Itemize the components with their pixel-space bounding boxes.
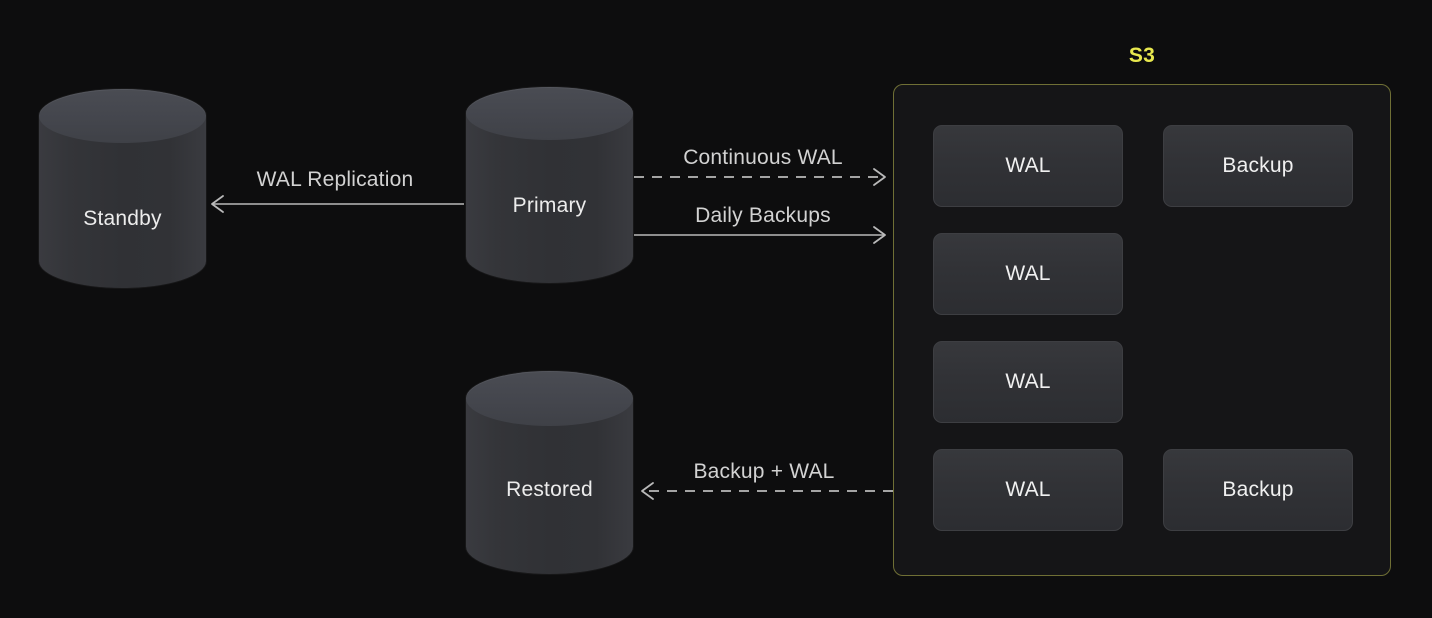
cylinder-top-ellipse: [39, 89, 206, 143]
arrowhead-left-icon: [641, 482, 654, 500]
edge-wal-replication: WAL Replication: [206, 168, 464, 216]
s3-group-title: S3: [1128, 44, 1156, 67]
arrowhead-right-icon: [873, 226, 886, 244]
object-label: Backup: [1222, 478, 1294, 501]
object-label: WAL: [1005, 370, 1051, 393]
object-label: WAL: [1005, 478, 1051, 501]
edge-continuous-wal: Continuous WAL: [634, 146, 892, 188]
cylinder-top-ellipse: [466, 371, 633, 426]
edge-wal-replication-label: WAL Replication: [256, 168, 414, 191]
object-wal-3[interactable]: WAL: [933, 341, 1123, 423]
object-label: Backup: [1222, 154, 1294, 177]
object-backup-2[interactable]: Backup: [1163, 449, 1353, 531]
object-label: WAL: [1005, 154, 1051, 177]
arrowhead-right-icon: [873, 168, 886, 186]
node-standby-label: Standby: [83, 207, 162, 230]
edge-daily-backups-label: Daily Backups: [695, 204, 831, 227]
object-wal-2[interactable]: WAL: [933, 233, 1123, 315]
arrowhead-left-icon: [211, 195, 224, 213]
object-backup-1[interactable]: Backup: [1163, 125, 1353, 207]
object-wal-1[interactable]: WAL: [933, 125, 1123, 207]
cylinder-top-ellipse: [466, 87, 633, 140]
object-label: WAL: [1005, 262, 1051, 285]
node-primary-label: Primary: [512, 194, 587, 217]
node-primary[interactable]: Primary: [466, 87, 633, 283]
edge-daily-backups: Daily Backups: [634, 204, 892, 246]
edge-continuous-wal-label: Continuous WAL: [683, 146, 843, 169]
node-restored-label: Restored: [506, 478, 593, 501]
edge-backup-plus-wal: Backup + WAL: [635, 460, 893, 502]
object-wal-4[interactable]: WAL: [933, 449, 1123, 531]
node-standby[interactable]: Standby: [39, 89, 206, 288]
node-restored[interactable]: Restored: [466, 371, 633, 574]
edge-backup-plus-wal-label: Backup + WAL: [693, 460, 835, 483]
s3-group-box: WAL Backup WAL WAL WAL Backup: [893, 84, 1391, 576]
